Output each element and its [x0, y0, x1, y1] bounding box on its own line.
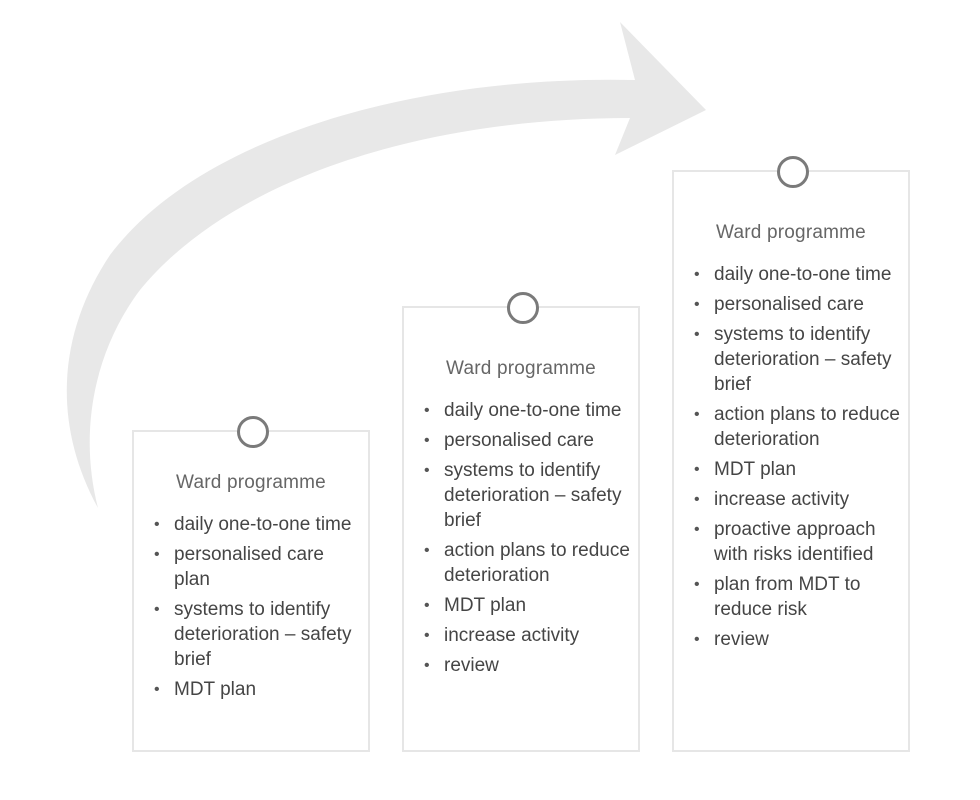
bullet-list: • daily one-to-one time • personalised car…: [694, 262, 904, 657]
card-title: Ward programme: [446, 358, 596, 379]
bullet-icon: •: [694, 631, 700, 648]
list-item-text: daily one-to-one time: [714, 264, 892, 285]
bullet-icon: •: [424, 402, 430, 419]
stage-card-2: Ward programme • daily one-to-one time • p…: [402, 292, 640, 752]
bullet-list: • daily one-to-one time • personalised car…: [424, 398, 634, 683]
list-item-text: systems to identify deterioration – safe…: [174, 599, 352, 670]
bullet-icon: •: [694, 406, 700, 423]
list-item-text: personalised care: [714, 294, 864, 315]
list-item-text: review: [444, 655, 499, 676]
list-item: • plan from MDT to reduce risk: [694, 572, 904, 622]
ring-icon: [237, 416, 269, 448]
list-item: • systems to identify deterioration – saf…: [424, 458, 634, 533]
bullet-list: • daily one-to-one time • personalised car…: [154, 512, 364, 707]
list-item: • action plans to reduce deterioration: [694, 402, 904, 452]
bullet-icon: •: [424, 542, 430, 559]
list-item-text: systems to identify deterioration – safe…: [714, 324, 892, 395]
bullet-icon: •: [694, 491, 700, 508]
list-item: • daily one-to-one time: [424, 398, 634, 423]
list-item-text: plan from MDT to reduce risk: [714, 574, 861, 620]
list-item: • personalised care plan: [154, 542, 364, 592]
bullet-icon: •: [424, 462, 430, 479]
list-item: • increase activity: [424, 623, 634, 648]
bullet-icon: •: [154, 546, 160, 563]
bullet-icon: •: [424, 627, 430, 644]
bullet-icon: •: [424, 432, 430, 449]
list-item-text: daily one-to-one time: [174, 514, 352, 535]
bullet-icon: •: [694, 576, 700, 593]
bullet-icon: •: [694, 266, 700, 283]
list-item: • personalised care: [424, 428, 634, 453]
list-item-text: action plans to reduce deterioration: [444, 540, 630, 586]
stage-card-1: Ward programme • daily one-to-one time • p…: [132, 416, 370, 752]
list-item-text: systems to identify deterioration – safe…: [444, 460, 622, 531]
bullet-icon: •: [154, 516, 160, 533]
list-item: • MDT plan: [694, 457, 904, 482]
list-item: • daily one-to-one time: [694, 262, 904, 287]
curved-arrow-shape: [66, 22, 707, 508]
list-item-text: increase activity: [714, 489, 850, 510]
list-item-text: daily one-to-one time: [444, 400, 622, 421]
bullet-icon: •: [154, 681, 160, 698]
list-item: • action plans to reduce deterioration: [424, 538, 634, 588]
bullet-icon: •: [694, 461, 700, 478]
list-item: • systems to identify deterioration – saf…: [694, 322, 904, 397]
list-item-text: review: [714, 629, 769, 650]
list-item-text: personalised care: [444, 430, 594, 451]
bullet-icon: •: [694, 326, 700, 343]
list-item-text: MDT plan: [444, 595, 527, 616]
ring-icon: [507, 292, 539, 324]
list-item-text: MDT plan: [714, 459, 797, 480]
bullet-icon: •: [424, 597, 430, 614]
list-item-text: MDT plan: [174, 679, 257, 700]
list-item: • review: [424, 653, 634, 678]
list-item: • MDT plan: [154, 677, 364, 702]
list-item: • proactive approach with risks identifie…: [694, 517, 904, 567]
list-item: • increase activity: [694, 487, 904, 512]
bullet-icon: •: [694, 521, 700, 538]
list-item: • MDT plan: [424, 593, 634, 618]
bullet-icon: •: [154, 601, 160, 618]
card-title: Ward programme: [176, 472, 326, 493]
list-item-text: personalised care plan: [174, 544, 324, 590]
list-item: • daily one-to-one time: [154, 512, 364, 537]
list-item: • systems to identify deterioration – saf…: [154, 597, 364, 672]
list-item-text: action plans to reduce deterioration: [714, 404, 900, 450]
card-title: Ward programme: [716, 222, 866, 243]
bullet-icon: •: [694, 296, 700, 313]
ring-icon: [777, 156, 809, 188]
list-item-text: proactive approach with risks identified: [714, 519, 876, 565]
stage-card-3: Ward programme • daily one-to-one time • p…: [672, 156, 910, 752]
list-item: • personalised care: [694, 292, 904, 317]
list-item: • review: [694, 627, 904, 652]
list-item-text: increase activity: [444, 625, 580, 646]
bullet-icon: •: [424, 657, 430, 674]
